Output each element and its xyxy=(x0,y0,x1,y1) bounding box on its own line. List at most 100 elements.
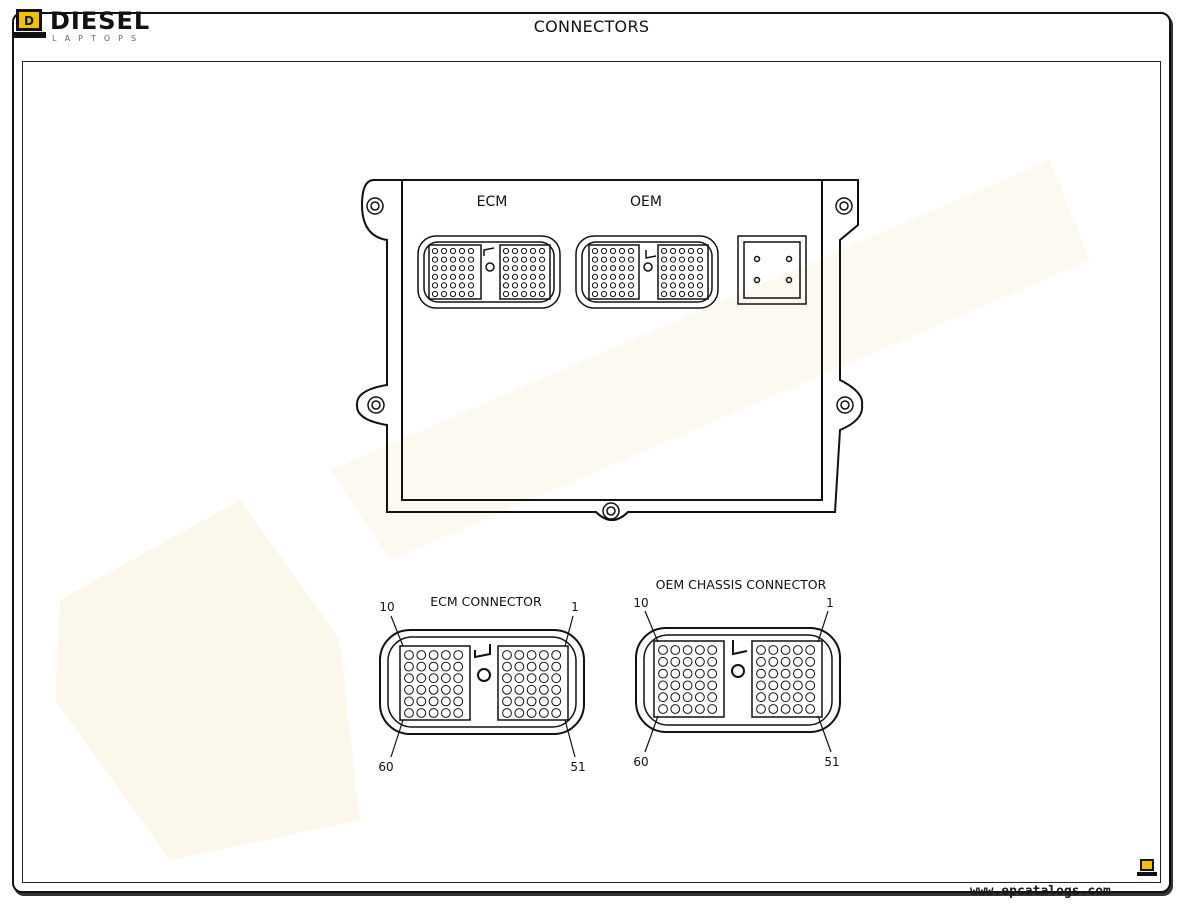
oem-pin xyxy=(793,656,803,667)
module-ecm-pin xyxy=(511,290,519,298)
ecm-pin xyxy=(428,708,439,718)
module-oem-pin xyxy=(609,265,617,272)
module-oem-pin xyxy=(696,265,704,272)
oem-pin xyxy=(670,668,681,679)
footer-url: www.epcatalogs.com xyxy=(970,884,1111,899)
module-ecm-pin xyxy=(440,256,448,263)
module-oem-pin xyxy=(687,247,695,255)
oem-pin xyxy=(670,704,681,714)
ecm-pin-60-label: 60 xyxy=(378,760,393,774)
module-oem-pin xyxy=(618,265,626,272)
module-oem-pin xyxy=(609,256,617,263)
module-oem-pin xyxy=(660,273,668,280)
oem-pin xyxy=(805,704,816,714)
module-ecm-pin xyxy=(511,273,519,280)
ecm-pin xyxy=(514,661,525,672)
module-oem-pin xyxy=(627,256,635,263)
module-oem-pin xyxy=(687,290,695,298)
module-ecm-pin xyxy=(529,265,537,272)
ecm-pin xyxy=(416,650,427,660)
oem-pin xyxy=(682,668,693,679)
oem-pin xyxy=(695,668,705,679)
module-ecm-pin xyxy=(458,265,466,272)
ecm-connector-pins xyxy=(404,650,562,718)
ecm-pin xyxy=(551,684,562,695)
module-oem-pin xyxy=(669,256,677,263)
module-ecm-pin xyxy=(449,247,457,255)
oem-pin xyxy=(756,704,766,714)
ecm-pin xyxy=(428,696,439,707)
ecm-pin xyxy=(526,684,537,695)
ecm-pin xyxy=(453,673,464,684)
module-oem-pin xyxy=(600,290,608,298)
module-ecm-pin xyxy=(458,247,466,255)
oem-pin xyxy=(756,680,766,691)
ecm-pin xyxy=(441,708,451,718)
ecm-pin xyxy=(502,696,512,707)
oem-pin xyxy=(695,692,705,703)
module-ecm-pin xyxy=(449,282,457,289)
module-oem-pin xyxy=(687,265,695,272)
page-title: CONNECTORS xyxy=(533,17,650,36)
module-oem-pin xyxy=(669,265,677,272)
module-ecm-pin xyxy=(529,273,537,280)
module-ecm-pin xyxy=(502,256,510,263)
ecm-pin xyxy=(416,696,427,707)
logo-subtitle: LAPTOPS xyxy=(52,34,145,43)
ecm-pin xyxy=(526,650,537,660)
module-oem-pin xyxy=(627,265,635,272)
ecm-pin xyxy=(502,661,512,672)
ecm-pin xyxy=(526,661,537,672)
oem-pin xyxy=(793,680,803,691)
oem-pin xyxy=(805,656,816,667)
ecm-pin xyxy=(514,708,525,718)
oem-pin xyxy=(707,704,718,714)
ecm-pin xyxy=(404,708,414,718)
module-oem-pin xyxy=(660,265,668,272)
ecm-pin xyxy=(514,650,525,660)
ecm-pin xyxy=(428,661,439,672)
oem-pin xyxy=(793,692,803,703)
module-oem-pin xyxy=(678,282,686,289)
module-ecm-pin xyxy=(538,273,546,280)
module-oem-pin xyxy=(669,247,677,255)
module-ecm-pin xyxy=(458,256,466,263)
module-ecm-pin xyxy=(511,247,519,255)
module-oem-pin xyxy=(696,273,704,280)
module-ecm-pin xyxy=(440,273,448,280)
oem-pin xyxy=(670,645,681,655)
ecm-pin xyxy=(453,650,464,660)
module-oem-pin xyxy=(591,256,599,263)
oem-port xyxy=(575,235,719,309)
oem-pin xyxy=(682,656,693,667)
oem-pin xyxy=(695,645,705,655)
module-ecm-pin xyxy=(502,282,510,289)
ecm-pin-leaders xyxy=(390,615,576,758)
module-oem-pin xyxy=(591,247,599,255)
module-oem-pin xyxy=(687,282,695,289)
ecm-pin xyxy=(526,708,537,718)
ecm-pin xyxy=(502,684,512,695)
ecm-pin-10-label: 10 xyxy=(379,600,394,614)
module-ecm-pin xyxy=(511,256,519,263)
oem-pin xyxy=(768,680,779,691)
ecm-pin xyxy=(416,684,427,695)
module-oem-pin xyxy=(609,273,617,280)
module-oem-pin xyxy=(600,256,608,263)
ecm-pin xyxy=(551,708,562,718)
module-oem-pin xyxy=(627,282,635,289)
module-ecm-pin xyxy=(467,247,475,255)
oem-pin-10-label: 10 xyxy=(633,596,648,610)
oem-connector-pins xyxy=(658,645,816,714)
module-ecm-pin xyxy=(502,247,510,255)
oem-pin xyxy=(670,692,681,703)
oem-pin xyxy=(756,656,766,667)
module-oem-pin xyxy=(669,273,677,280)
module-oem-pin xyxy=(660,290,668,298)
logo-word: DIESEL xyxy=(50,7,151,35)
module-oem-pin xyxy=(669,282,677,289)
module-oem-pin xyxy=(618,273,626,280)
oem-pin-51-label: 51 xyxy=(824,755,839,769)
module-oem-pin xyxy=(678,265,686,272)
